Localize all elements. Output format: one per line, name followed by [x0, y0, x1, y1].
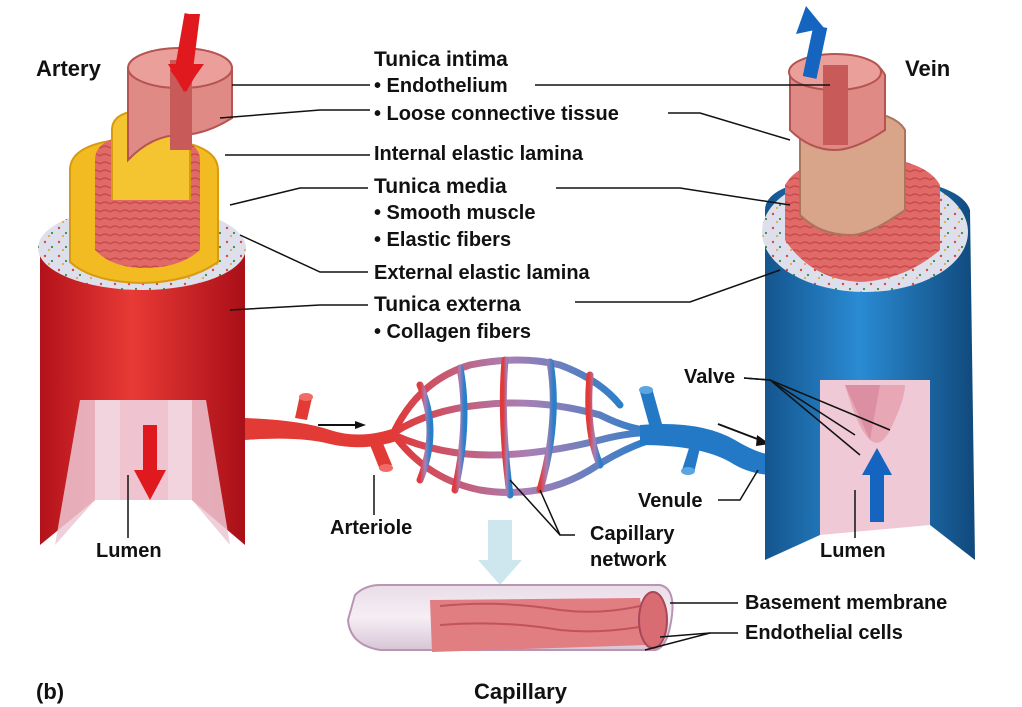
- label-tunica-externa: Tunica externa: [374, 293, 521, 316]
- artery-title: Artery: [36, 56, 101, 81]
- vein-illustration: [762, 6, 975, 560]
- label-endothelial-cells: Endothelial cells: [745, 622, 903, 644]
- panel-letter: (b): [36, 679, 65, 704]
- vein-title: Vein: [905, 56, 951, 81]
- label-lumen-vein: Lumen: [820, 540, 886, 562]
- label-arteriole: Arteriole: [330, 517, 413, 539]
- label-endothelium: • Endothelium: [374, 75, 508, 97]
- label-smooth-muscle: • Smooth muscle: [374, 202, 536, 224]
- capillary-illustration: [346, 584, 674, 652]
- label-capillary-network-1: Capillary: [590, 523, 675, 545]
- label-basement-membrane: Basement membrane: [745, 592, 948, 614]
- label-capillary-network-2: network: [590, 549, 667, 571]
- label-tunica-intima: Tunica intima: [374, 48, 508, 71]
- leader-lines: [127, 84, 891, 651]
- label-tunica-media: Tunica media: [374, 175, 507, 198]
- capillary-title: Capillary: [474, 679, 567, 704]
- label-venule: Venule: [638, 490, 703, 512]
- label-collagen-fibers: • Collagen fibers: [374, 321, 532, 343]
- artery-illustration: [38, 13, 246, 545]
- label-lumen-artery: Lumen: [96, 540, 162, 562]
- microcirculation: [245, 356, 775, 585]
- label-external-elastic-lamina: External elastic lamina: [374, 262, 590, 284]
- label-loose-connective-tissue: • Loose connective tissue: [374, 103, 619, 125]
- label-elastic-fibers: • Elastic fibers: [374, 229, 512, 251]
- label-valve: Valve: [684, 366, 736, 388]
- label-internal-elastic-lamina: Internal elastic lamina: [374, 143, 583, 165]
